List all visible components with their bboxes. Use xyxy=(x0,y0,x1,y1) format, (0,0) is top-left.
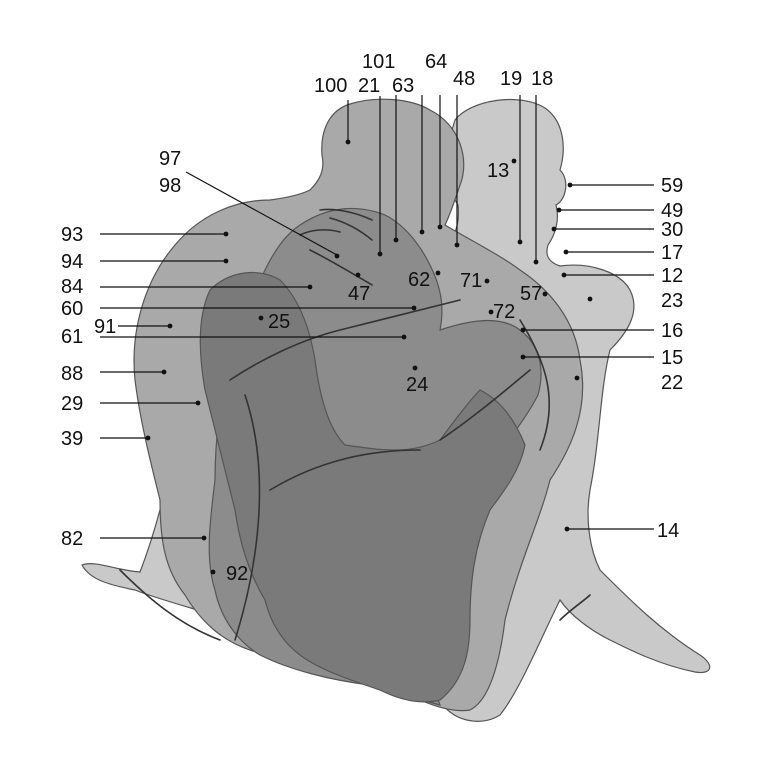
label-82: 82 xyxy=(61,528,83,550)
leader-lines xyxy=(100,95,654,539)
label-98: 98 xyxy=(159,175,181,197)
label-63: 63 xyxy=(392,75,414,97)
label-22: 22 xyxy=(661,372,683,394)
point-labels: 100 101 21 63 64 48 19 18 97 98 13 59 49… xyxy=(61,51,683,585)
label-93: 93 xyxy=(61,224,83,246)
label-15: 15 xyxy=(661,347,683,369)
label-64: 64 xyxy=(425,51,447,73)
label-24: 24 xyxy=(406,374,428,396)
label-30: 30 xyxy=(661,219,683,241)
label-60: 60 xyxy=(61,298,83,320)
label-94: 94 xyxy=(61,251,83,273)
label-12: 12 xyxy=(661,265,683,287)
label-48: 48 xyxy=(453,68,475,90)
label-91: 91 xyxy=(94,316,116,338)
label-62: 62 xyxy=(408,269,430,291)
figure-illustration xyxy=(81,98,711,722)
label-72: 72 xyxy=(493,301,515,323)
label-23: 23 xyxy=(661,290,683,312)
label-39: 39 xyxy=(61,428,83,450)
label-17: 17 xyxy=(661,242,683,264)
label-88: 88 xyxy=(61,363,83,385)
label-84: 84 xyxy=(61,276,83,298)
label-71: 71 xyxy=(460,270,482,292)
label-21: 21 xyxy=(358,75,380,97)
label-14: 14 xyxy=(657,520,679,542)
label-101: 101 xyxy=(362,51,395,73)
label-59: 59 xyxy=(661,175,683,197)
label-49: 49 xyxy=(661,200,683,222)
label-29: 29 xyxy=(61,393,83,415)
label-19: 19 xyxy=(500,68,522,90)
label-47: 47 xyxy=(348,283,370,305)
label-100: 100 xyxy=(314,75,347,97)
label-57: 57 xyxy=(520,283,542,305)
label-97: 97 xyxy=(159,148,181,170)
point-markers xyxy=(145,139,593,575)
label-61: 61 xyxy=(61,326,83,348)
label-25: 25 xyxy=(268,311,290,333)
label-16: 16 xyxy=(661,320,683,342)
label-18: 18 xyxy=(531,68,553,90)
label-13: 13 xyxy=(487,160,509,182)
label-92: 92 xyxy=(226,563,248,585)
leg-shape xyxy=(199,271,526,703)
